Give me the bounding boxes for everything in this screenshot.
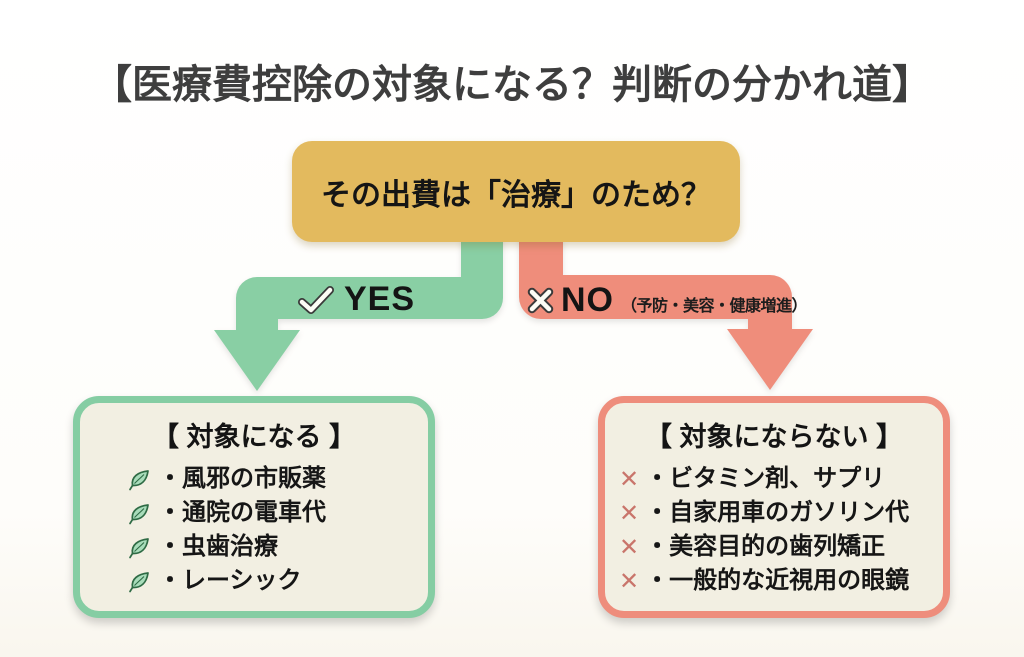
not-eligible-list: ✕ ・ビタミン剤、サプリ ✕ ・自家用車のガソリン代 ✕ ・美容目的の歯列矯正 … <box>605 463 943 599</box>
yes-label: YES <box>344 280 416 318</box>
list-item: ・レーシック <box>80 565 428 599</box>
x-mark-icon: ✕ <box>619 500 640 527</box>
list-item: ✕ ・美容目的の歯列矯正 <box>605 531 943 565</box>
list-item: ・虫歯治療 <box>80 531 428 565</box>
list-item-text: ・レーシック <box>158 567 302 594</box>
eligible-list: ・風邪の市販薬 ・通院の電車代 ・虫歯治療 ・レーシック <box>80 463 428 599</box>
list-item-text: ・通院の電車代 <box>158 499 326 526</box>
list-item: ✕ ・自家用車のガソリン代 <box>605 497 943 531</box>
page-title: 【医療費控除の対象になる？判断の分かれ道】 <box>92 63 932 107</box>
eligible-panel-title: 【 対象になる 】 <box>151 422 356 452</box>
leaf-icon <box>128 503 150 525</box>
x-mark-icon: ✕ <box>619 466 640 493</box>
not-eligible-panel: 【 対象にならない 】 ✕ ・ビタミン剤、サプリ ✕ ・自家用車のガソリン代 ✕… <box>598 396 950 618</box>
no-label: NO <box>561 281 614 319</box>
list-item-text: ・美容目的の歯列矯正 <box>645 533 886 560</box>
list-item: ・通院の電車代 <box>80 497 428 531</box>
not-eligible-panel-title: 【 対象にならない 】 <box>644 422 903 452</box>
list-item: ✕ ・ビタミン剤、サプリ <box>605 463 943 497</box>
yes-arrow <box>214 228 503 391</box>
eligible-panel: 【 対象になる 】 ・風邪の市販薬 ・通院の電車代 ・虫歯治療 <box>73 396 435 618</box>
list-item: ✕ ・一般的な近視用の眼鏡 <box>605 565 943 599</box>
list-item-text: ・風邪の市販薬 <box>158 465 326 492</box>
check-icon <box>297 285 335 315</box>
question-text: その出費は「治療」のため？ <box>321 178 711 212</box>
no-arrow <box>519 228 813 390</box>
no-branch-label: NO （予防・美容・健康増進） <box>527 281 808 320</box>
question-box: その出費は「治療」のため？ <box>292 141 740 242</box>
x-mark-icon: ✕ <box>619 534 640 561</box>
yes-branch-label: YES <box>297 280 415 319</box>
list-item-text: ・一般的な近視用の眼鏡 <box>645 567 910 594</box>
list-item-text: ・ビタミン剤、サプリ <box>645 465 886 492</box>
leaf-icon <box>128 537 150 559</box>
no-note: （予防・美容・健康増進） <box>621 297 808 315</box>
list-item-text: ・虫歯治療 <box>158 533 278 560</box>
cross-icon <box>527 287 554 314</box>
x-mark-icon: ✕ <box>619 568 640 595</box>
leaf-icon <box>128 469 150 491</box>
list-item: ・風邪の市販薬 <box>80 463 428 497</box>
list-item-text: ・自家用車のガソリン代 <box>645 499 910 526</box>
leaf-icon <box>128 571 150 593</box>
